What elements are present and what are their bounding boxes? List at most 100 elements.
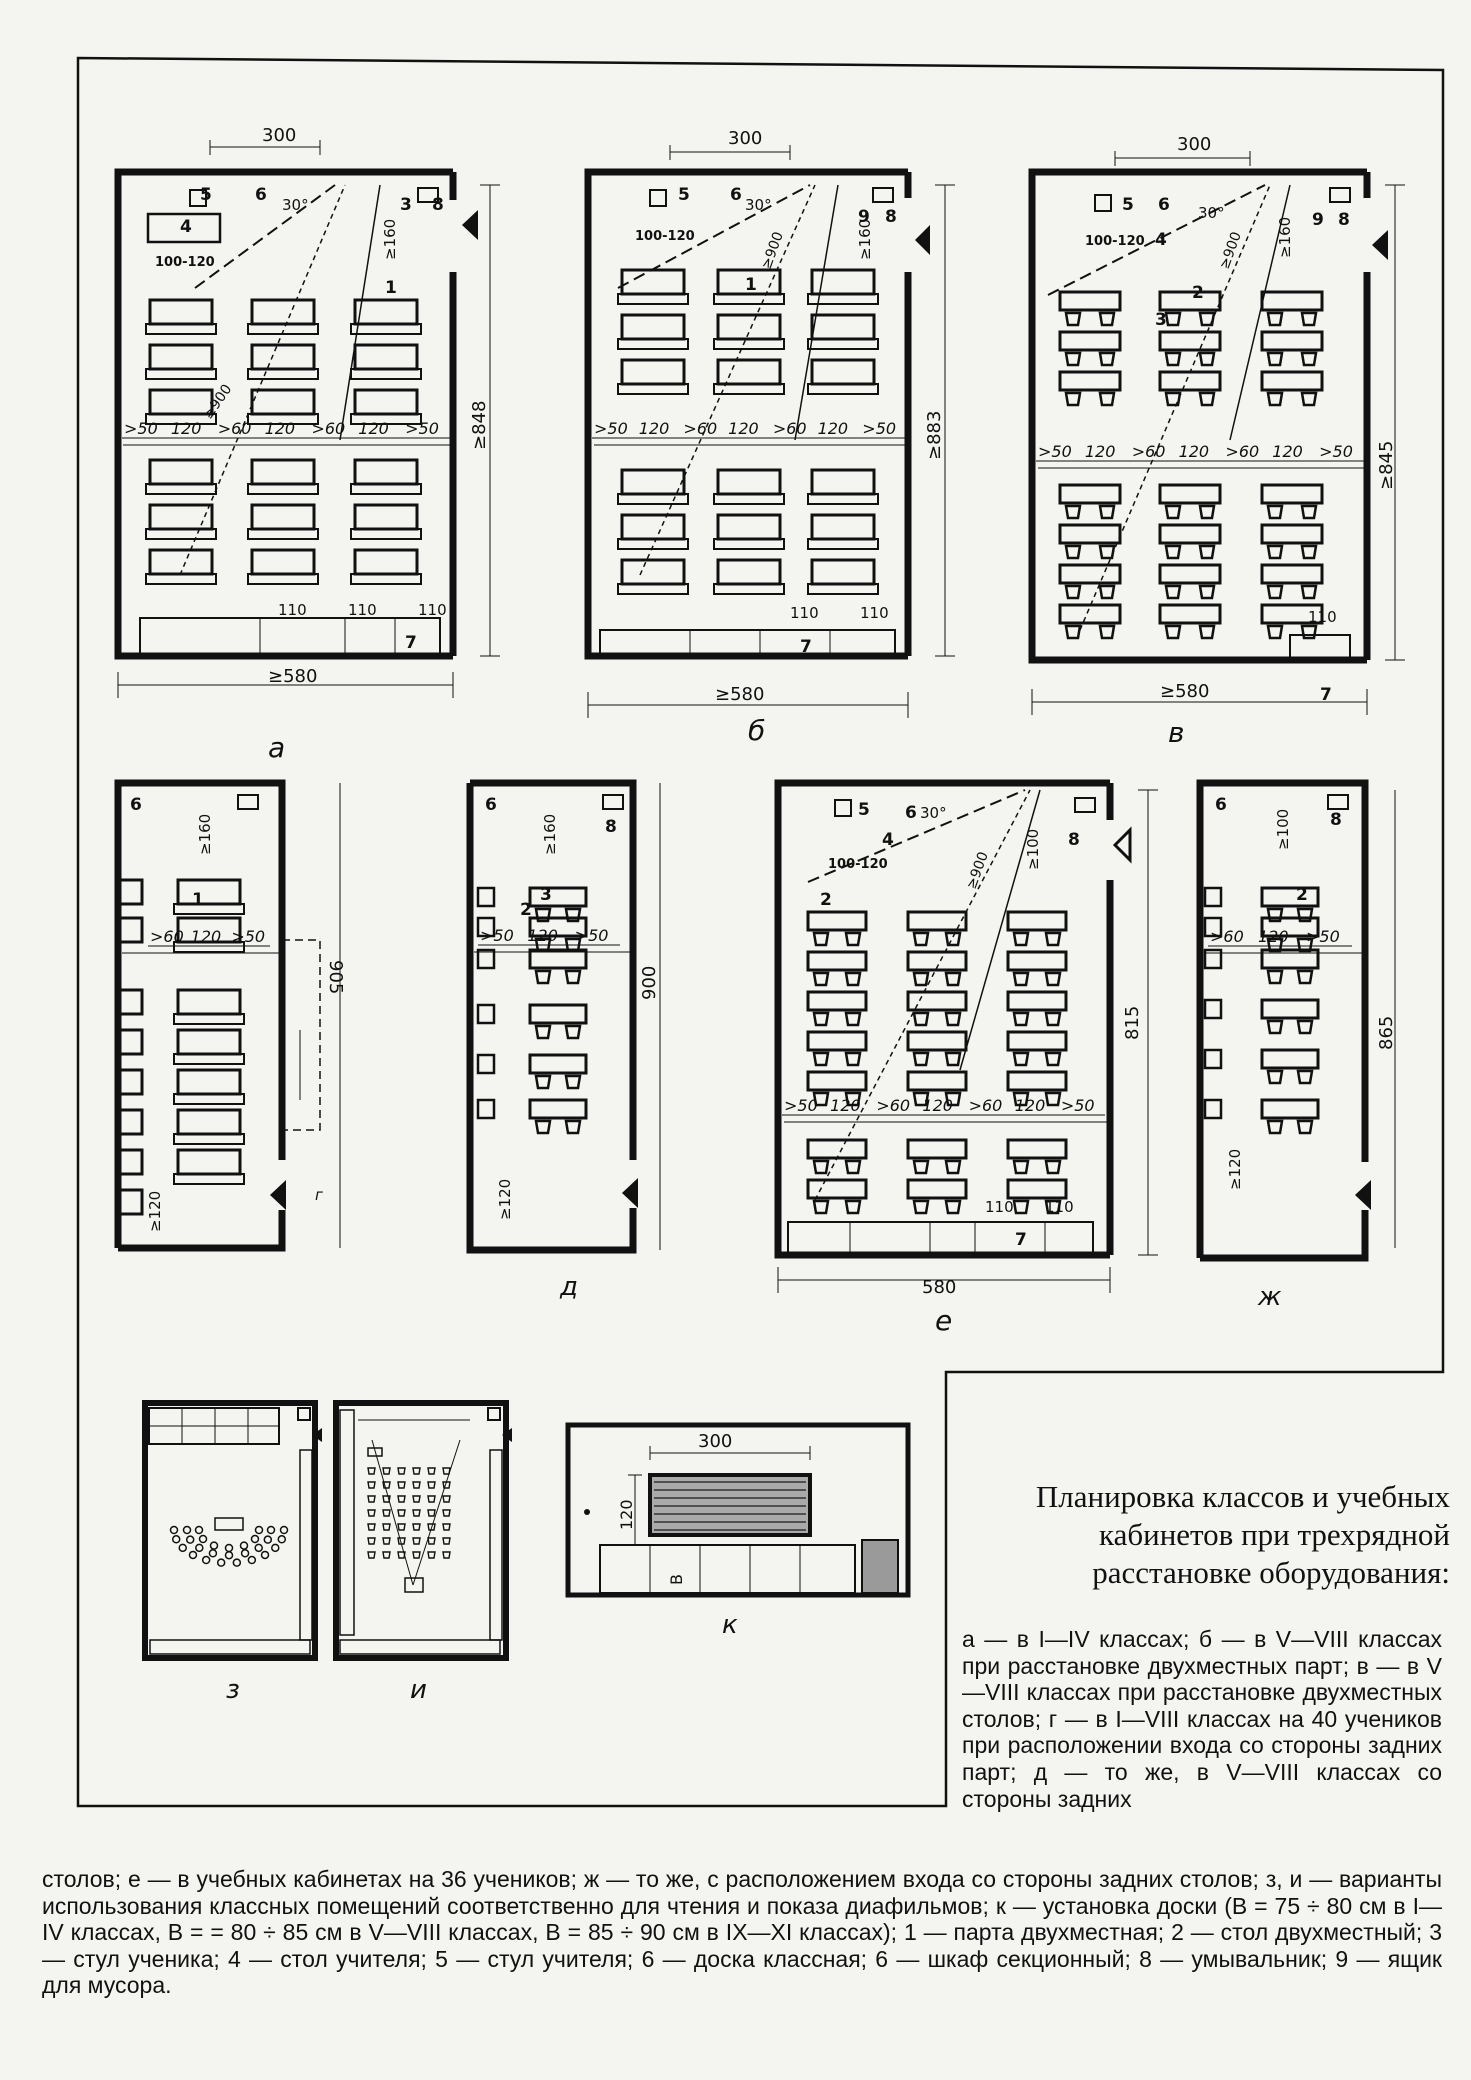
chair bbox=[1266, 584, 1284, 600]
plan-k-height-dim: 120 bbox=[617, 1499, 636, 1530]
seat bbox=[224, 1543, 234, 1553]
desk bbox=[906, 1138, 968, 1160]
desk bbox=[716, 313, 782, 341]
chair bbox=[1098, 391, 1116, 407]
seat bbox=[247, 1555, 257, 1565]
desk-bench bbox=[247, 483, 319, 495]
desk-bench bbox=[617, 383, 689, 395]
desk bbox=[1260, 948, 1320, 970]
desk bbox=[353, 343, 419, 371]
cabinet-dim-label: 110 bbox=[985, 1198, 1014, 1216]
desk-bench bbox=[145, 413, 217, 425]
desk-bench bbox=[350, 368, 422, 380]
desk-bench bbox=[713, 538, 785, 550]
desk bbox=[906, 1030, 968, 1052]
chair bbox=[1012, 1159, 1030, 1175]
desk bbox=[1260, 370, 1324, 392]
side-desk bbox=[118, 1188, 144, 1216]
chair bbox=[1044, 1159, 1062, 1175]
chair bbox=[812, 1011, 830, 1027]
aisle-dim-label: >50 bbox=[1319, 442, 1353, 461]
chair bbox=[1044, 931, 1062, 947]
plan-v-depth-dim: ≥845 bbox=[1376, 441, 1397, 490]
item-marker: 3 bbox=[540, 885, 552, 905]
seat bbox=[367, 1467, 376, 1475]
seat bbox=[240, 1549, 250, 1558]
chair bbox=[912, 1051, 930, 1067]
plan-e-front-dim: ≥100 bbox=[1024, 829, 1042, 870]
aisle-dim-label: >50 bbox=[862, 419, 896, 438]
item-marker: 7 bbox=[1320, 685, 1332, 705]
plan-b-distance: ≥900 bbox=[759, 230, 787, 272]
desk bbox=[716, 513, 782, 541]
aisle-dim-label: >60 bbox=[969, 1096, 1003, 1115]
chair bbox=[534, 969, 552, 985]
desk bbox=[620, 358, 686, 386]
plan-z: з bbox=[142, 1400, 322, 1705]
plan-v-front-dim: ≥160 bbox=[1276, 217, 1294, 258]
desk bbox=[250, 298, 316, 326]
desk bbox=[353, 458, 419, 486]
chair bbox=[1300, 391, 1318, 407]
desk-bench bbox=[173, 1173, 245, 1185]
seat bbox=[442, 1495, 451, 1503]
desk bbox=[353, 548, 419, 576]
item-marker: 6 bbox=[255, 185, 267, 205]
seat bbox=[382, 1467, 391, 1475]
desk-bench bbox=[807, 383, 879, 395]
desk-bench bbox=[807, 583, 879, 595]
plan-b-top-dim: 300 bbox=[728, 128, 762, 149]
seat bbox=[367, 1481, 376, 1489]
desk-bench bbox=[145, 573, 217, 585]
desk bbox=[1006, 990, 1068, 1012]
aisle-dim-label: 120 bbox=[265, 419, 296, 438]
item-marker: 100-120 bbox=[635, 229, 695, 244]
seat bbox=[397, 1537, 406, 1545]
desk bbox=[353, 298, 419, 326]
cabinet-dim-label: 110 bbox=[1308, 608, 1337, 626]
desk bbox=[1058, 483, 1122, 505]
seat bbox=[442, 1523, 451, 1531]
aisle-dim-label: >50 bbox=[1061, 1096, 1095, 1115]
desk bbox=[806, 1138, 868, 1160]
plan-a-distance: ≥900 bbox=[200, 382, 235, 423]
chair bbox=[844, 1011, 862, 1027]
chair bbox=[1296, 969, 1314, 985]
item-marker: 7 bbox=[405, 633, 417, 653]
plan-v-top-dim: 300 bbox=[1177, 134, 1211, 155]
chair bbox=[912, 1011, 930, 1027]
item-marker: 8 bbox=[1068, 830, 1080, 850]
seat bbox=[201, 1555, 211, 1565]
desk bbox=[1158, 563, 1222, 585]
seat bbox=[232, 1558, 242, 1567]
desk bbox=[620, 468, 686, 496]
item-marker: 6 bbox=[730, 185, 742, 205]
item-marker: 100-120 bbox=[155, 255, 215, 270]
cabinet-dim-label: 110 bbox=[1045, 1198, 1074, 1216]
chair bbox=[812, 971, 830, 987]
desk-bench bbox=[173, 903, 245, 915]
plan-d-depth-dim: 900 bbox=[639, 966, 660, 1000]
desk bbox=[176, 1068, 242, 1096]
desk bbox=[1006, 1030, 1068, 1052]
item-marker: 6 bbox=[1158, 195, 1170, 215]
side-chair bbox=[476, 1003, 496, 1025]
chair bbox=[944, 1051, 962, 1067]
desk bbox=[1260, 483, 1324, 505]
plan-e-angle: 30° bbox=[920, 804, 947, 822]
chair bbox=[564, 1024, 582, 1040]
chair bbox=[1198, 351, 1216, 367]
chair bbox=[534, 1074, 552, 1090]
desk-bench bbox=[617, 293, 689, 305]
chair bbox=[1164, 311, 1182, 327]
desk bbox=[906, 1070, 968, 1092]
seat bbox=[209, 1541, 219, 1550]
chair bbox=[844, 1051, 862, 1067]
desk bbox=[353, 388, 419, 416]
item-marker: 100-120 bbox=[1085, 234, 1145, 249]
chair bbox=[912, 1091, 930, 1107]
chair bbox=[844, 1159, 862, 1175]
